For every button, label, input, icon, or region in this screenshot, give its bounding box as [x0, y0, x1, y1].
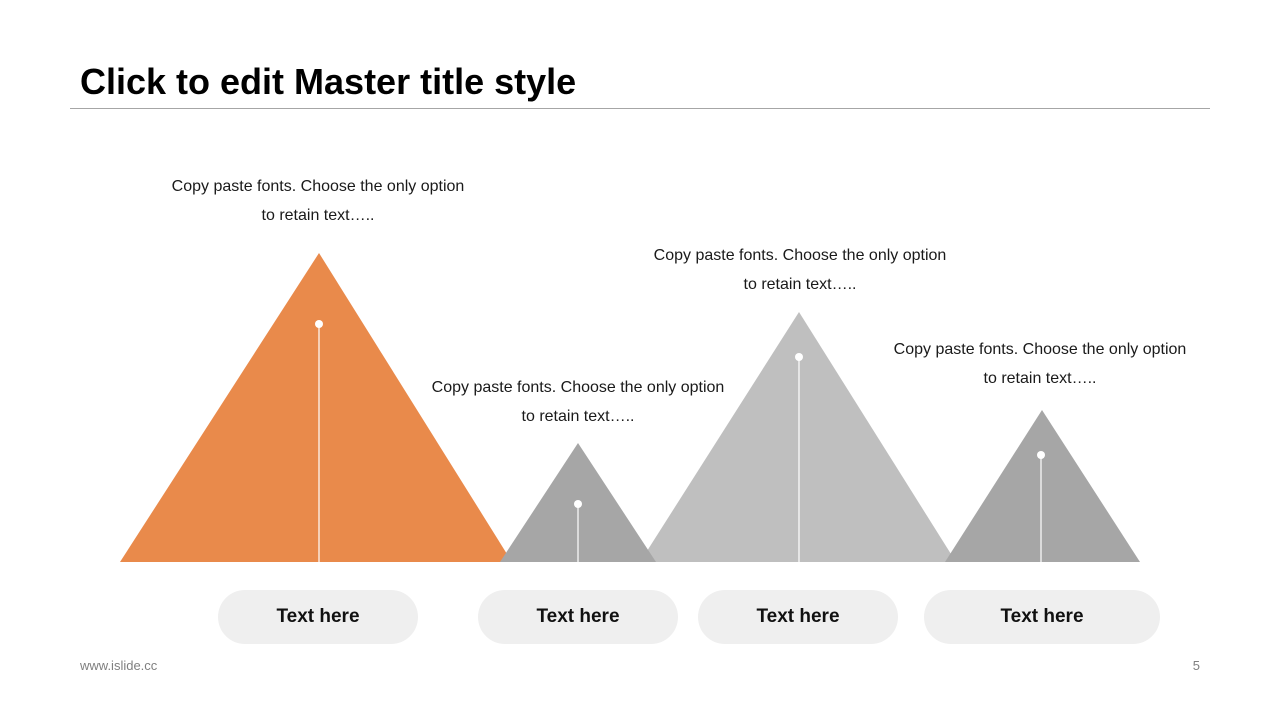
footer-url: www.islide.cc: [80, 658, 158, 673]
mountain-3: [640, 312, 956, 562]
title-divider: [70, 108, 1210, 109]
mountain-1: [120, 253, 512, 562]
description-2: Copy paste fonts. Choose the only option…: [418, 373, 738, 431]
pin-dot-4: [1037, 451, 1045, 459]
description-line: to retain text…..: [521, 408, 635, 425]
page-number: 5: [1192, 658, 1200, 673]
pin-dot-3: [795, 353, 803, 361]
pin-dot-2: [574, 500, 582, 508]
pin-dot-1: [315, 320, 323, 328]
page-title: Click to edit Master title style: [80, 61, 577, 102]
label-pill-3: Text here: [698, 590, 898, 644]
label-pill-2: Text here: [478, 590, 678, 644]
label-pill-4: Text here: [924, 590, 1160, 644]
description-3: Copy paste fonts. Choose the only option…: [640, 241, 960, 299]
description-1: Copy paste fonts. Choose the only option…: [158, 172, 478, 230]
description-line: to retain text…..: [261, 207, 375, 224]
description-line: Copy paste fonts. Choose the only option: [893, 341, 1187, 358]
description-line: to retain text…..: [743, 276, 857, 293]
description-line: Copy paste fonts. Choose the only option: [171, 178, 465, 195]
mountain-4: [945, 410, 1140, 562]
description-line: Copy paste fonts. Choose the only option: [431, 379, 725, 396]
description-line: Copy paste fonts. Choose the only option: [653, 247, 947, 264]
label-pill-1: Text here: [218, 590, 418, 644]
description-line: to retain text…..: [983, 370, 1097, 387]
description-4: Copy paste fonts. Choose the only option…: [880, 335, 1200, 393]
